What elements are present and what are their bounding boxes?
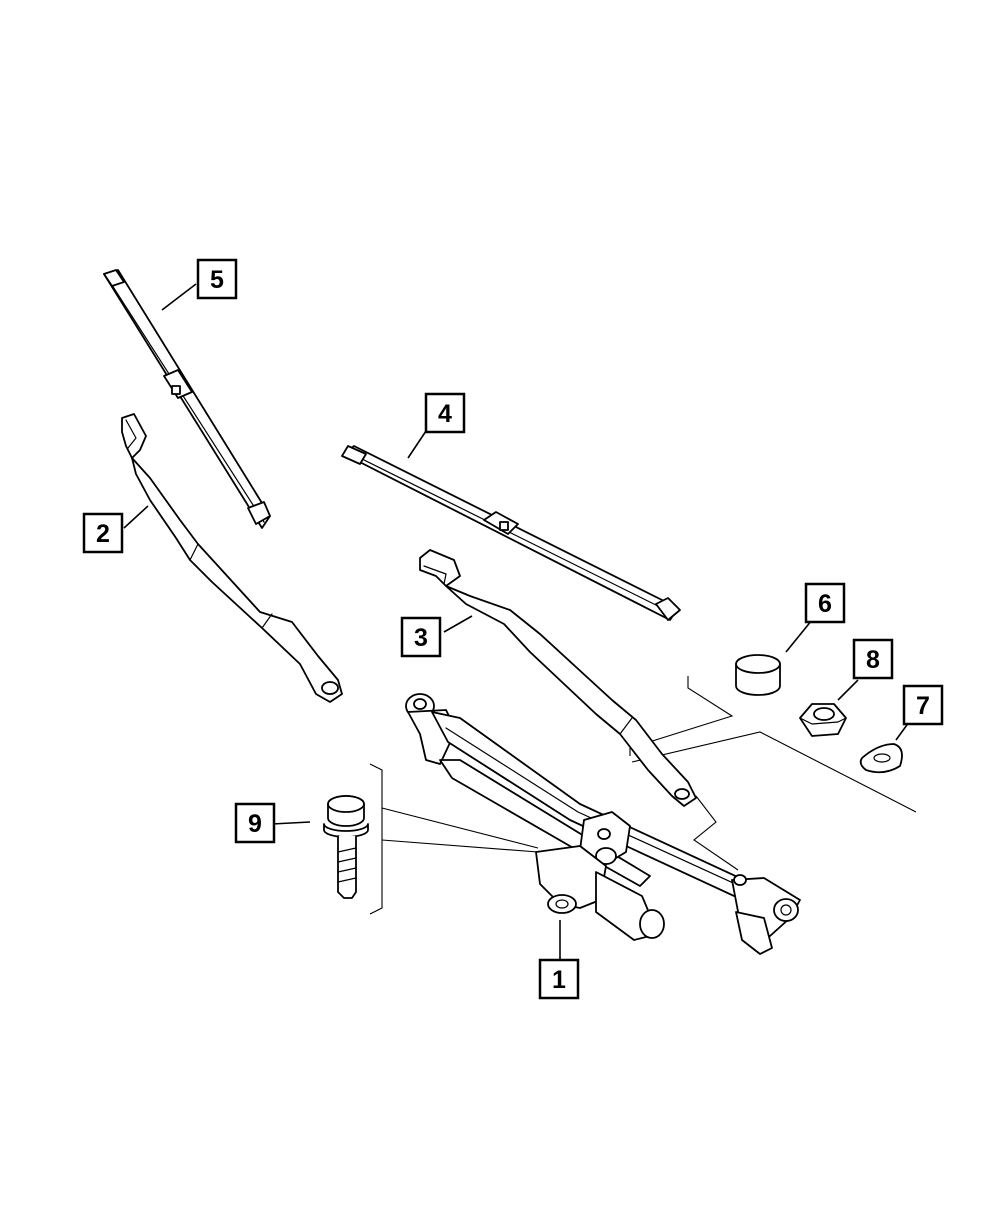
- nut-part: [799, 703, 847, 737]
- callout-8: 8: [852, 638, 894, 680]
- callout-7-label: 7: [916, 692, 930, 720]
- callout-4: 4: [424, 392, 466, 434]
- callout-7: 7: [902, 684, 944, 726]
- callout-6-label: 6: [818, 590, 832, 618]
- callout-9-label: 9: [248, 810, 262, 838]
- wiper-blade-right: [341, 445, 681, 621]
- callout-8-label: 8: [866, 646, 880, 674]
- callout-5: 5: [196, 258, 238, 300]
- callout-5-label: 5: [210, 266, 224, 294]
- wiper-blade-left: [103, 269, 271, 529]
- wiper-arm-right: [419, 549, 697, 807]
- callout-4-label: 4: [438, 400, 452, 428]
- callout-1-label: 1: [552, 966, 566, 994]
- leader-lines: [123, 283, 913, 960]
- callout-9: 9: [234, 802, 276, 844]
- washer-part: [859, 743, 903, 774]
- cap-part: [735, 654, 781, 696]
- guide-lines: [369, 676, 917, 915]
- callout-2-label: 2: [96, 520, 110, 548]
- callout-1: 1: [538, 958, 580, 1000]
- callout-3: 3: [400, 616, 442, 658]
- bolt-part: [323, 795, 369, 899]
- wiper-linkage-assembly: [405, 693, 801, 955]
- callout-3-label: 3: [414, 624, 428, 652]
- callout-2: 2: [82, 512, 124, 554]
- wiper-arm-left: [121, 413, 343, 703]
- callout-6: 6: [804, 582, 846, 624]
